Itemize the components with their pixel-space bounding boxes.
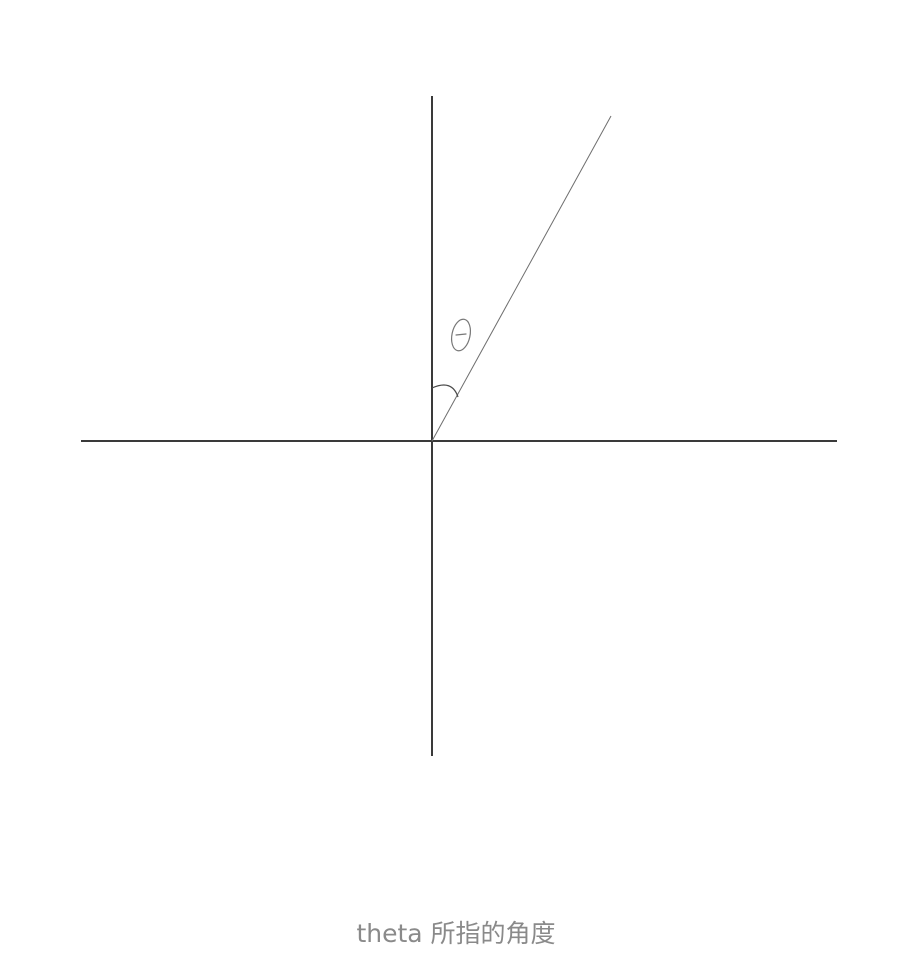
theta-label: θ	[450, 318, 472, 352]
figure-caption: theta 所指的角度	[356, 919, 556, 948]
angle-diagram: θ	[81, 96, 837, 756]
angle-ray	[431, 115, 612, 442]
angle-arc	[431, 384, 459, 398]
